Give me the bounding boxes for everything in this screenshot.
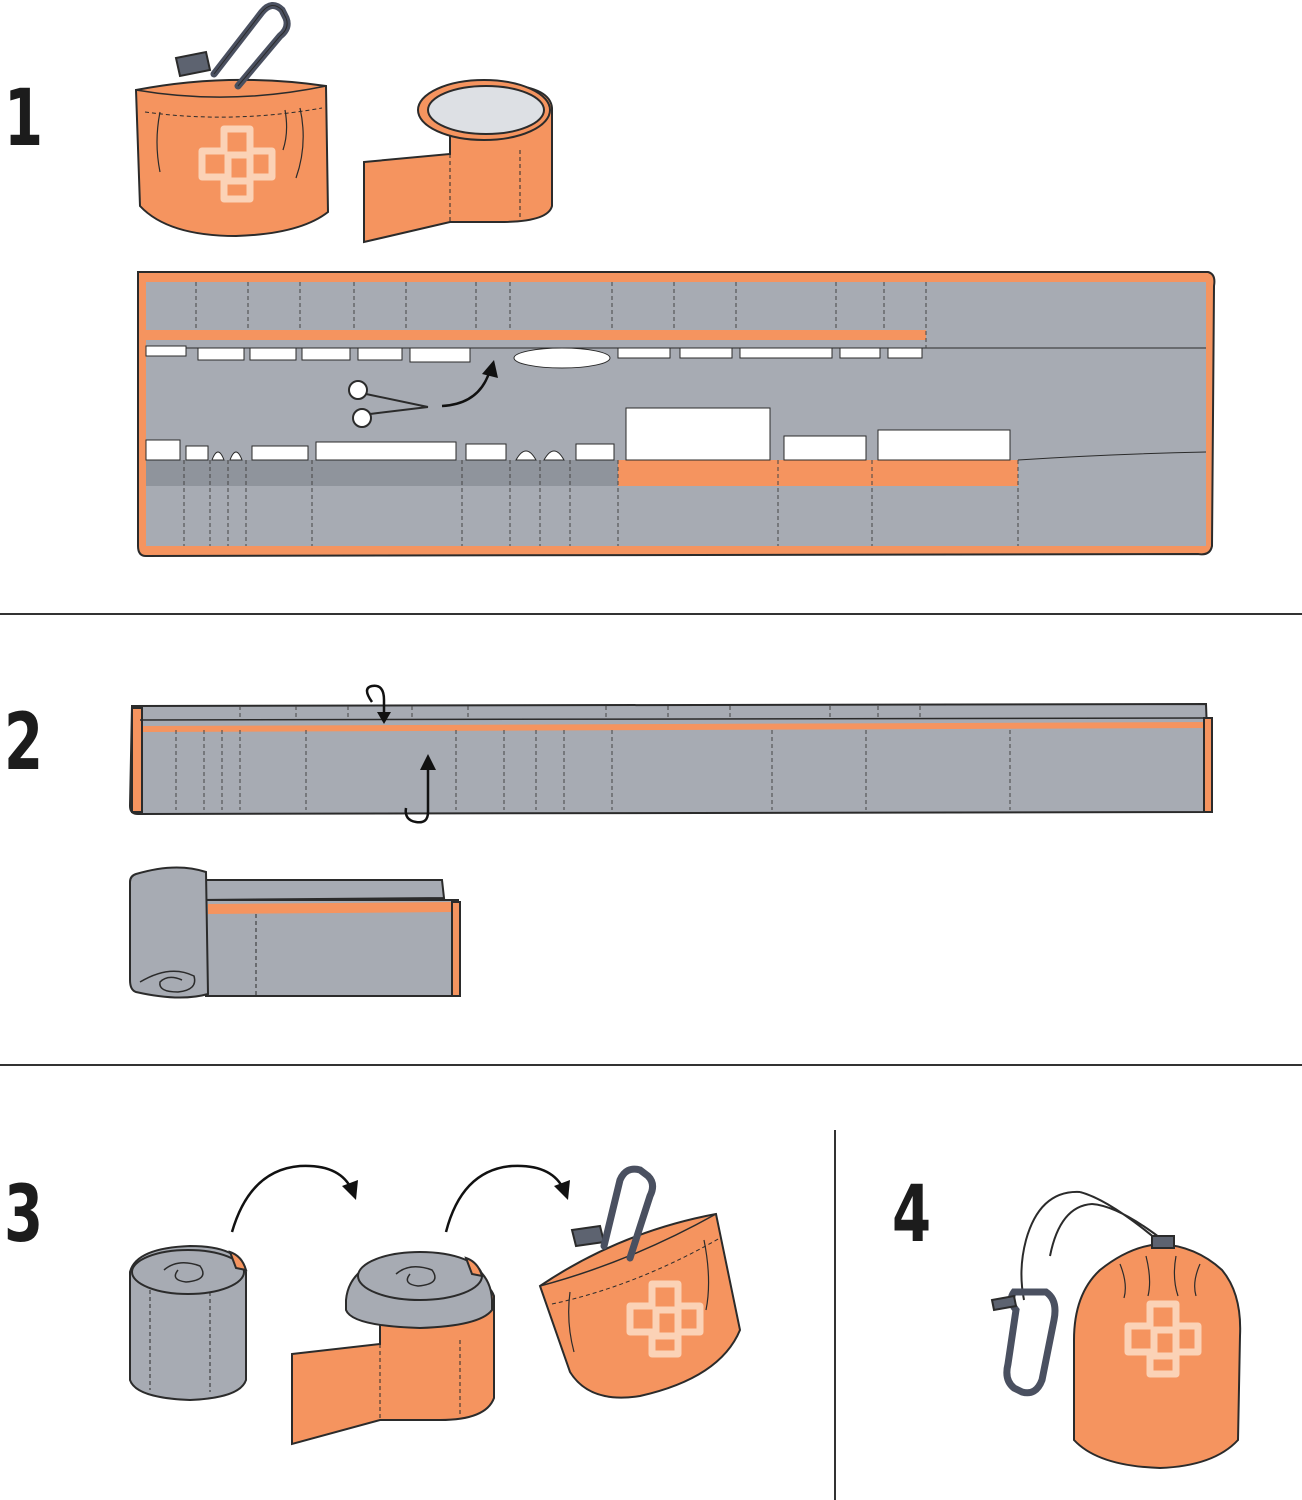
scissors-icon	[348, 380, 429, 428]
folded-kit	[128, 702, 1213, 816]
step-number-2: 2	[4, 698, 44, 788]
kit-in-tape	[291, 1251, 495, 1446]
tape-roll	[363, 79, 553, 244]
rolled-kit	[129, 1244, 248, 1402]
pouch-tilted	[538, 1165, 742, 1399]
step-number-1: 1	[4, 74, 44, 164]
arrow-icon	[404, 766, 430, 824]
arrow-icon	[365, 684, 386, 716]
closed-pouch	[990, 1190, 1242, 1470]
section-divider-1	[0, 613, 1302, 615]
step-number-4: 4	[892, 1170, 932, 1260]
section-divider-vertical	[834, 1130, 836, 1500]
arrow-icon	[441, 369, 492, 408]
arrow-icon	[230, 1164, 354, 1233]
pocket-stitches	[183, 282, 1019, 546]
arrow-icon	[444, 1164, 566, 1233]
step-number-3: 3	[4, 1170, 44, 1260]
rolling-kit	[129, 866, 462, 999]
supply-items	[145, 345, 1011, 461]
section-divider-2	[0, 1064, 1302, 1066]
